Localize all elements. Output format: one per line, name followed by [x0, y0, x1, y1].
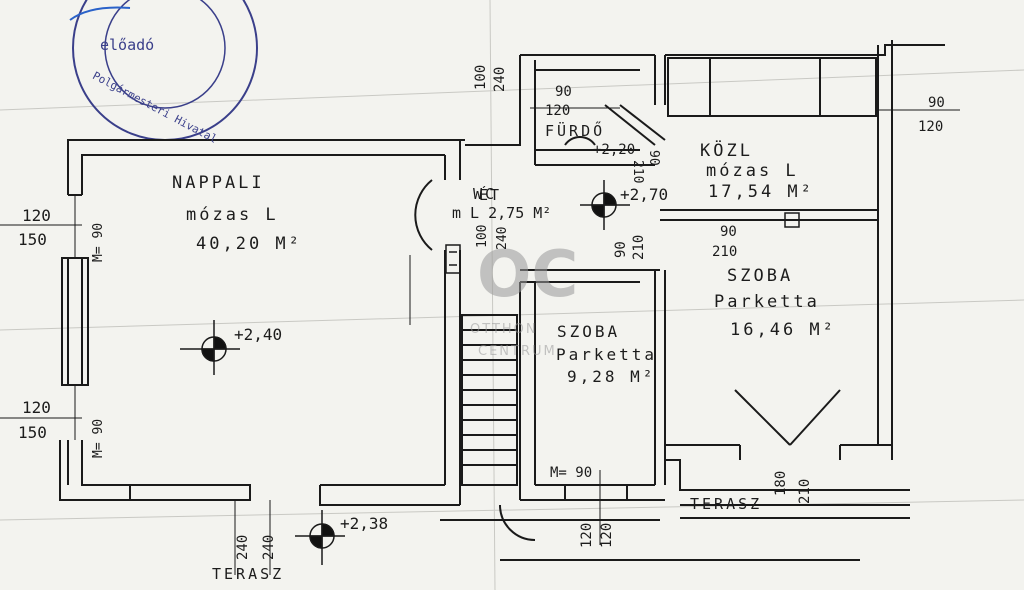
room-name-terasz-right: TERASZ — [690, 495, 763, 513]
room-floor-szoba-small: Parketta — [556, 345, 658, 364]
level-furdo: +2,20 — [593, 142, 636, 158]
dim-90-right: 90 — [928, 95, 945, 111]
dim-150-lower: 150 — [18, 423, 47, 442]
level-marker-nappali — [180, 320, 240, 375]
dimension-lines — [0, 107, 960, 575]
dim-240-top: 240 — [492, 66, 508, 92]
walls — [59, 40, 945, 561]
dim-210-szoba: 210 — [712, 244, 738, 260]
room-area-nappali: 40,20 M² — [196, 234, 302, 254]
dim-240-wc: 240 — [495, 226, 510, 250]
dim-m90-small-szoba: M= 90 — [550, 465, 593, 481]
room-area-szoba-small: 9,28 M² — [567, 367, 656, 386]
level-markers — [180, 180, 630, 565]
dim-120-bottom-b: 120 — [599, 522, 615, 548]
dim-90-szoba: 90 — [720, 224, 737, 240]
room-name-terasz-left: TERASZ — [212, 565, 285, 583]
dim-240-terrace-b: 240 — [261, 534, 277, 560]
dim-240-terrace-a: 240 — [235, 534, 251, 560]
level-kozl: +2,70 — [620, 185, 669, 204]
dim-120-bath: 120 — [545, 103, 571, 119]
level-marker-hall — [580, 180, 630, 230]
watermark-logo: OC — [477, 238, 579, 312]
room-name-wc: WC — [473, 185, 498, 203]
level-marker-terrace — [295, 510, 345, 565]
dim-90-door: 90 — [613, 241, 629, 258]
dim-120-lower: 120 — [22, 398, 51, 417]
vent-boxes — [445, 212, 800, 274]
dim-100-top: 100 — [473, 64, 489, 90]
stamp-seller: előadó — [100, 36, 155, 54]
dim-120-upper: 120 — [22, 206, 51, 225]
level-terasz: +2,38 — [340, 514, 389, 533]
watermark-line1: OTTHON — [470, 322, 538, 337]
room-name-furdo: FÜRDŐ — [545, 122, 606, 140]
room-area-szoba-large: 16,46 M² — [730, 320, 836, 340]
watermark-line2: CENTRUM — [478, 344, 557, 359]
dim-150-upper: 150 — [18, 230, 47, 249]
dim-90-bath: 90 — [555, 84, 572, 100]
room-name-etkezo: ÉT — [479, 186, 502, 204]
room-area-kozl: 17,54 M² — [708, 182, 814, 202]
dim-m90-upper: M= 90 — [91, 222, 106, 262]
room-area-etkezo: m L 2,75 M² — [452, 204, 552, 222]
room-floor-kozl: mózas L — [706, 161, 799, 181]
dim-180-terrace: 180 — [773, 470, 789, 496]
room-name-kozl: KÖZL — [700, 141, 753, 161]
dim-90-diag: 90 — [646, 150, 661, 166]
dim-210-diag: 210 — [630, 160, 645, 184]
dim-210-door: 210 — [631, 234, 647, 260]
room-name-szoba-large: SZOBA — [727, 266, 794, 286]
dim-120-bottom-a: 120 — [579, 522, 595, 548]
room-floor-szoba-large: Parketta — [714, 292, 820, 312]
dim-120-right: 120 — [918, 119, 944, 135]
room-floor-nappali: mózas L — [186, 205, 279, 225]
dim-100-wc: 100 — [475, 224, 490, 248]
room-name-szoba-small: SZOBA — [557, 322, 621, 341]
level-nappali: +2,40 — [234, 325, 283, 344]
dim-210-terrace: 210 — [797, 478, 813, 504]
room-name-nappali: NAPPALI — [172, 173, 265, 193]
dim-m90-lower: M= 90 — [91, 418, 106, 458]
